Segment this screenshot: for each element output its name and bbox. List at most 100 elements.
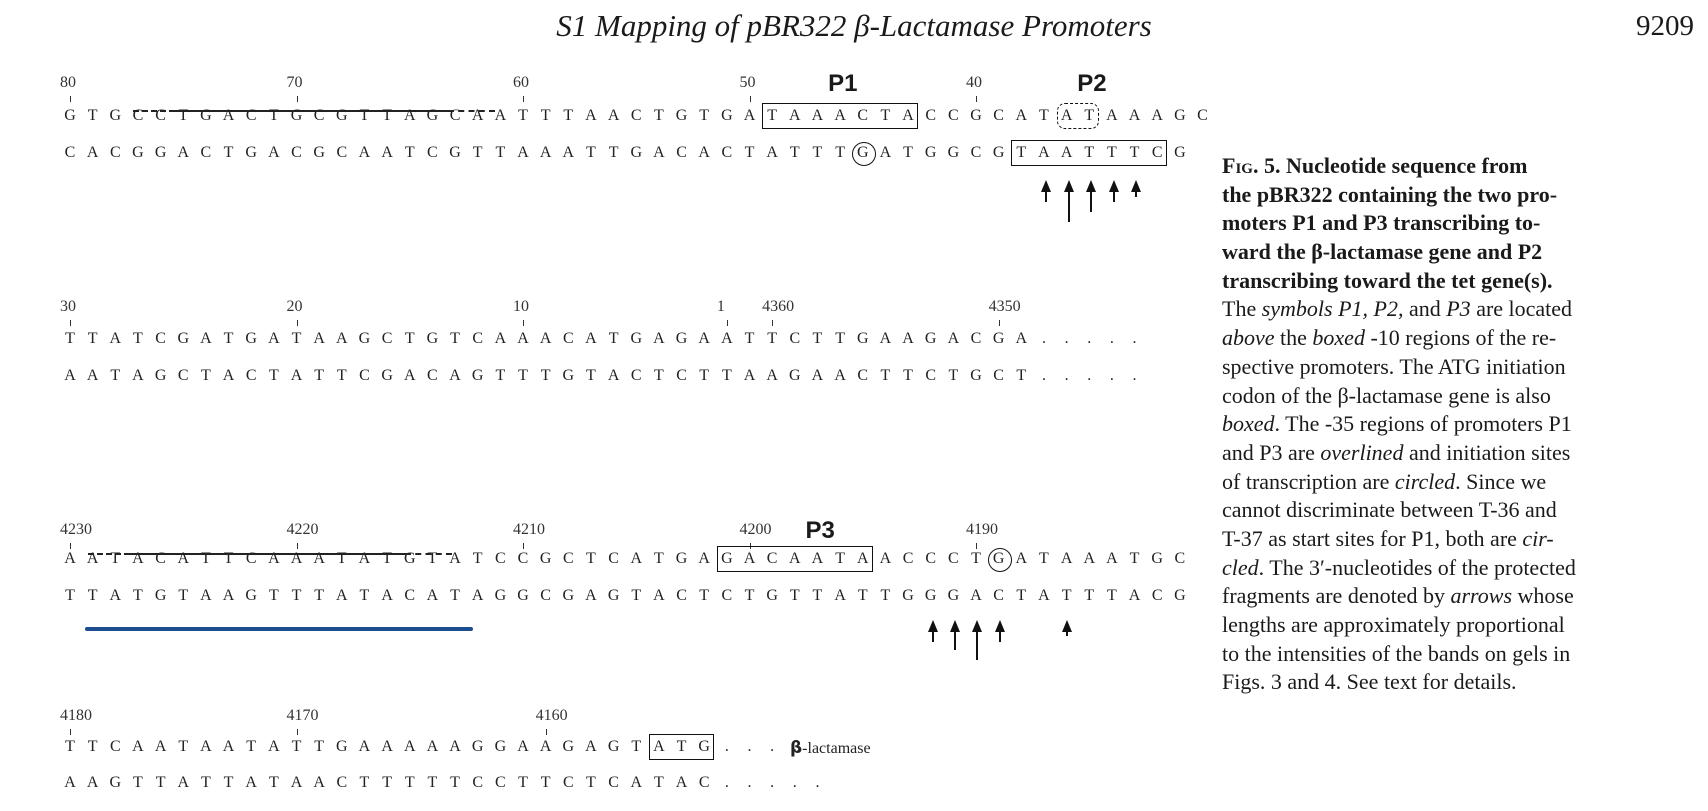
position-tick (545, 729, 547, 735)
caption-segment: ward the β-lactamase gene and P2 (1222, 239, 1543, 265)
top-strand-base: C (381, 330, 393, 347)
top-strand-base: T (65, 330, 75, 347)
caption-line: codon of the β-lactamase gene is also (1222, 382, 1692, 411)
bottom-strand-base: G (449, 144, 461, 161)
bottom-strand-base: C (404, 587, 416, 604)
caption-line: T-37 as start sites for P1, both are cir… (1222, 525, 1692, 554)
top-strand-base: A (109, 330, 122, 347)
bottom-strand-base: T (631, 587, 642, 604)
top-strand-base: G (1151, 550, 1163, 567)
bottom-strand-base: C (472, 774, 484, 791)
bottom-strand-base: G (630, 144, 643, 161)
bottom-strand-base: G (924, 144, 937, 161)
bottom-strand-base: C (200, 144, 212, 161)
position-tick (523, 96, 524, 102)
bottom-strand-base: . (1087, 367, 1092, 384)
top-strand-base: G (539, 550, 552, 567)
caption-segment: Nucleotide sequence from (1285, 153, 1528, 178)
caption-segment: overlined (1320, 439, 1404, 465)
caption-line: lengths are approximately proportional (1222, 611, 1692, 640)
top-strand-base: A (268, 550, 280, 567)
bottom-strand-base: G (109, 774, 122, 791)
bottom-strand-base: C (676, 144, 687, 161)
bottom-strand-base: A (245, 774, 257, 791)
bottom-strand-base: G (947, 144, 960, 161)
caption-segment: P3 (1446, 296, 1471, 322)
top-strand-base: C (993, 107, 1004, 124)
caption-segment: of transcription are (1222, 468, 1395, 494)
position-label: 60 (513, 74, 529, 91)
top-strand-base: T (291, 738, 302, 755)
bottom-strand-base: A (471, 587, 484, 604)
position-tick (296, 320, 298, 326)
top-strand-base: A (132, 550, 144, 567)
bottom-strand-base: A (381, 587, 393, 604)
position-tick (726, 320, 728, 326)
bottom-strand-base: A (290, 774, 303, 791)
top-strand-base: A (834, 107, 846, 124)
bottom-strand-base: C (109, 144, 121, 161)
top-strand-base: C (948, 550, 959, 567)
top-strand-base: T (427, 550, 438, 567)
caption-segment: spective promoters. The ATG initiation (1222, 353, 1566, 379)
bottom-strand-base: A (426, 587, 439, 604)
top-strand-base: C (132, 107, 144, 124)
bottom-strand-base: T (155, 774, 166, 791)
bottom-strand-base: G (1174, 144, 1186, 161)
top-strand-base: A (721, 330, 733, 347)
bottom-strand-base: A (64, 367, 76, 384)
top-strand-base: T (223, 330, 234, 347)
top-strand-base: A (789, 550, 801, 567)
top-strand-base: A (539, 738, 552, 755)
caption-segment: above (1222, 325, 1275, 351)
top-strand-base: G (630, 330, 643, 347)
position-label: 30 (60, 298, 76, 315)
top-strand-base: G (992, 330, 1005, 347)
top-strand-base: C (1174, 550, 1186, 567)
bottom-strand-base: T (1107, 144, 1117, 161)
position-tick (976, 543, 977, 549)
bottom-strand-base: G (154, 587, 167, 604)
top-strand-base: A (1128, 107, 1141, 124)
top-strand-base: A (517, 738, 529, 755)
bottom-strand-base: T (65, 587, 75, 604)
top-strand-base: G (970, 107, 982, 124)
bottom-strand-base: T (472, 144, 483, 161)
caption-segment: moters P1 and P3 transcribing to- (1222, 210, 1541, 236)
bottom-strand-base: T (1016, 367, 1027, 384)
caption-segment: arrows (1450, 583, 1513, 609)
top-strand-base: G (336, 107, 348, 124)
top-strand-base: A (1060, 107, 1073, 124)
bottom-strand-base: A (109, 587, 122, 604)
top-strand-base: A (222, 107, 235, 124)
bottom-strand-base: C (676, 587, 687, 604)
bottom-strand-base: T (450, 774, 460, 791)
top-strand-base: C (789, 330, 801, 347)
top-strand-base: C (155, 550, 166, 567)
top-strand-base: A (449, 550, 461, 567)
bottom-strand-base: C (970, 144, 982, 161)
bottom-strand-base: G (789, 367, 801, 384)
bottom-strand-base: C (540, 587, 551, 604)
bottom-strand-base: A (86, 367, 99, 384)
top-strand-base: A (403, 107, 416, 124)
bottom-strand-base: C (857, 367, 869, 384)
bottom-strand-base: A (653, 144, 665, 161)
bottom-strand-base: T (857, 587, 868, 604)
caption-line: and P3 are overlined and initiation site… (1222, 439, 1692, 468)
bottom-strand-base: A (403, 367, 416, 384)
top-strand-base: T (201, 550, 211, 567)
top-strand-base: G (675, 107, 688, 124)
position-tick (296, 96, 298, 102)
caption-line: cled. The 3′-nucleotides of the protecte… (1222, 554, 1692, 583)
top-strand-base: G (721, 107, 733, 124)
position-label: 80 (60, 74, 76, 91)
bottom-strand-base: A (811, 367, 824, 384)
position-tick (296, 543, 298, 549)
bottom-strand-base: A (653, 587, 665, 604)
bottom-strand-base: T (654, 367, 664, 384)
bottom-strand-base: T (291, 587, 302, 604)
top-strand-base: C (245, 550, 257, 567)
top-strand-base: T (1084, 107, 1095, 124)
position-tick (523, 543, 524, 549)
